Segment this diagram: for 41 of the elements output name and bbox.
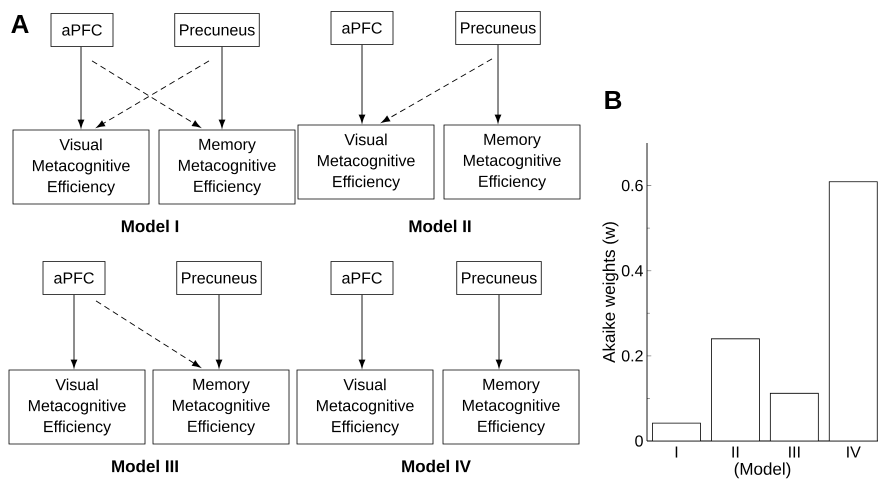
region-box: Visual Metacognitive Efficiency bbox=[12, 130, 150, 204]
region-box: Memory Metacognitive Efficiency bbox=[442, 370, 580, 444]
model-caption: Model I bbox=[122, 220, 178, 232]
arrow bbox=[216, 294, 222, 368]
x-tick-label: III bbox=[789, 446, 800, 458]
arrow bbox=[496, 294, 502, 368]
region-box: Visual Metacognitive Efficiency bbox=[296, 370, 434, 444]
arrow bbox=[70, 294, 78, 368]
arrow bbox=[218, 46, 226, 128]
region-box: aPFC bbox=[330, 11, 394, 45]
x-tick-label: II bbox=[732, 446, 738, 458]
arrow bbox=[494, 44, 502, 124]
model-caption: Model III bbox=[112, 460, 178, 472]
panel-letter: B bbox=[605, 91, 622, 109]
arrow bbox=[358, 44, 366, 124]
region-box: Visual Metacognitive Efficiency bbox=[298, 124, 434, 200]
arrow bbox=[358, 294, 366, 368]
region-box: Visual Metacognitive Efficiency bbox=[8, 370, 146, 444]
region-box: Precuneus bbox=[176, 261, 262, 295]
region-box: aPFC bbox=[330, 261, 394, 295]
region-box: aPFC bbox=[42, 261, 106, 295]
x-axis-title: (Model) bbox=[734, 462, 790, 478]
model-caption: Model IV bbox=[402, 460, 471, 472]
x-tick-label: IV bbox=[847, 446, 861, 458]
dashed-arrow bbox=[96, 300, 201, 368]
y-tick-label: 0.6 bbox=[622, 180, 643, 192]
y-tick-label: 0.2 bbox=[622, 350, 643, 362]
region-box: Precuneus bbox=[174, 13, 260, 47]
dashed-arrow bbox=[381, 58, 492, 123]
region-box: Precuneus bbox=[455, 11, 541, 45]
region-box: aPFC bbox=[50, 13, 114, 47]
region-box: Memory Metacognitive Efficiency bbox=[158, 130, 296, 204]
y-tick-label: 0 bbox=[635, 435, 643, 447]
arrow bbox=[78, 46, 84, 128]
y-tick-label: 0.4 bbox=[622, 265, 643, 276]
x-tick-label: I bbox=[676, 446, 678, 458]
y-axis-title: Akaike weights (w) bbox=[602, 222, 618, 363]
model-caption: Model II bbox=[410, 220, 470, 232]
region-box: Memory Metacognitive Efficiency bbox=[444, 124, 580, 200]
region-box: Memory Metacognitive Efficiency bbox=[152, 370, 290, 444]
region-box: Precuneus bbox=[456, 261, 542, 295]
